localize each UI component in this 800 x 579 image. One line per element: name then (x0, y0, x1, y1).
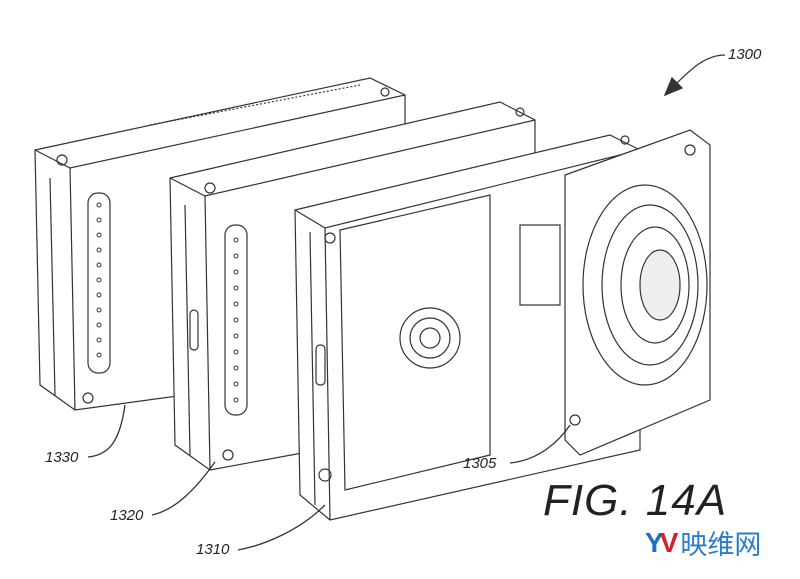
leader-lines (87, 54, 726, 551)
label-1310: 1310 (196, 541, 230, 558)
camera-module (564, 129, 711, 456)
label-1320: 1320 (110, 507, 144, 524)
logo-mark: YV (645, 526, 678, 558)
watermark-text: 映维网 (680, 530, 762, 560)
watermark-logo: YV 映维网 (645, 523, 761, 562)
front-module (294, 134, 641, 521)
label-1305: 1305 (463, 455, 497, 472)
label-1300: 1300 (728, 46, 762, 63)
figure-title: FIG. 14A (543, 476, 728, 525)
label-1330: 1330 (45, 449, 79, 466)
